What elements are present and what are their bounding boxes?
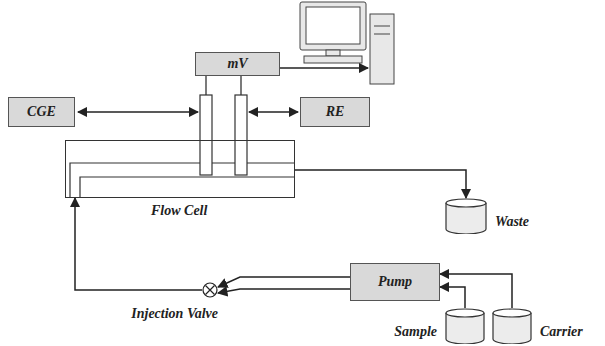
node-label: Waste: [495, 214, 529, 229]
vessel-body: [493, 313, 531, 344]
node-label: RE: [326, 104, 345, 119]
electrode-box: RE: [300, 97, 370, 127]
pump-box: Pump: [350, 263, 440, 301]
electrode-link: [78, 111, 198, 113]
sample-vessel: Sample: [445, 308, 485, 344]
node-label: Pump: [378, 274, 412, 289]
electrode-wires: [206, 75, 241, 95]
vessel-top: [493, 309, 531, 317]
flow-line: [295, 170, 466, 198]
waste-vessel: Waste: [445, 198, 487, 234]
vessel-top: [446, 309, 484, 317]
vessel-outline: [445, 308, 485, 344]
node-label: CGE: [27, 104, 56, 119]
node-label: mV: [227, 56, 247, 71]
node-label: Sample: [394, 324, 437, 339]
electrode-link: [249, 111, 298, 113]
node-label: Carrier: [540, 324, 583, 339]
electrode: [200, 95, 247, 175]
valve-symbol: [202, 282, 218, 298]
flow-line: [218, 289, 350, 293]
injection-valve: Injection Valve: [202, 282, 218, 298]
meter-box: mV: [195, 52, 280, 76]
signal-arrow: [280, 67, 368, 69]
flow-channel: [70, 163, 295, 198]
vessel-outline: [445, 198, 487, 234]
vessel-body: [446, 313, 484, 344]
flow-line: [440, 287, 465, 308]
flow-line: [218, 277, 350, 287]
vessel-top: [446, 199, 486, 207]
carrier-vessel: Carrier: [492, 308, 532, 344]
node-label: Injection Valve: [131, 306, 218, 321]
computer-icon: [300, 2, 394, 84]
flow-cell: Flow Cell: [65, 140, 295, 198]
node-label: Flow Cell: [151, 203, 207, 218]
flow-line: [440, 274, 512, 308]
electrode-box: CGE: [8, 97, 75, 127]
vessel-body: [446, 203, 486, 234]
vessel-outline: [492, 308, 532, 344]
